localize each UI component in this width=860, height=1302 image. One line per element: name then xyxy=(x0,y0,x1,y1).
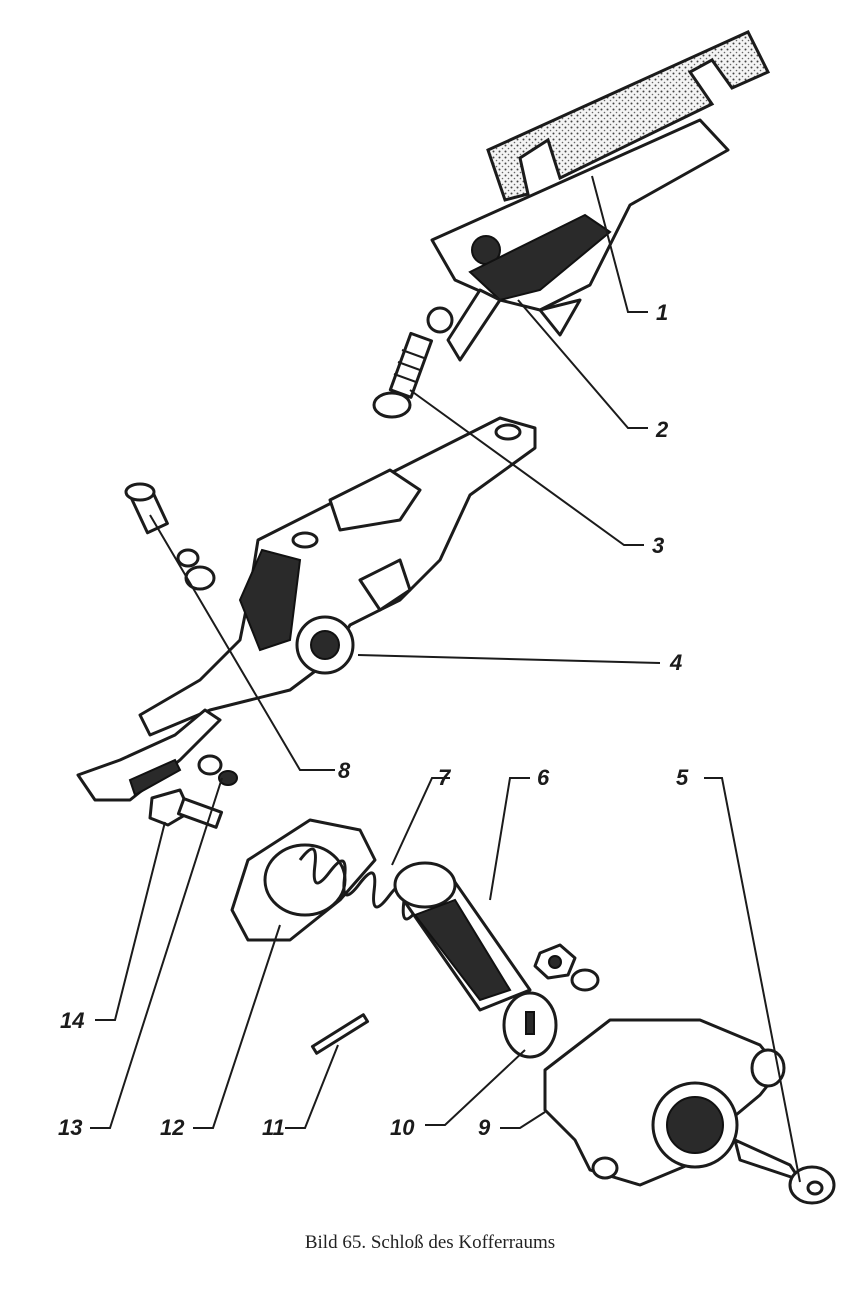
label-6: 6 xyxy=(537,765,550,790)
lock-exploded-diagram: 1 2 3 4 5 6 7 8 9 10 11 12 13 14 xyxy=(58,30,836,1205)
label-3: 3 xyxy=(652,533,664,558)
label-8: 8 xyxy=(338,758,351,783)
part-2-latch-bracket xyxy=(426,118,730,362)
part-4-lever-housing xyxy=(138,416,537,737)
part-13-screw xyxy=(197,754,238,786)
label-4: 4 xyxy=(669,650,682,675)
label-7: 7 xyxy=(438,765,452,790)
part-6-cylinder xyxy=(393,861,532,1012)
part-3-bolt xyxy=(372,331,434,419)
part-5-key xyxy=(733,1138,836,1205)
part-1-gasket-plate xyxy=(486,30,771,202)
figure-caption: Bild 65. Schloß des Kofferraums xyxy=(304,1232,556,1253)
label-12: 12 xyxy=(160,1115,185,1140)
lever-handle xyxy=(76,708,222,802)
label-2: 2 xyxy=(655,417,669,442)
leader-lines xyxy=(90,175,801,1183)
part-labels: 1 2 3 4 5 6 7 8 9 10 11 12 13 14 xyxy=(58,300,689,1140)
label-5: 5 xyxy=(676,765,689,790)
label-10: 10 xyxy=(390,1115,415,1140)
part-10-lock-core xyxy=(502,991,558,1059)
part-14-nut-bolt xyxy=(148,788,224,829)
label-14: 14 xyxy=(60,1008,84,1033)
nut-and-washer xyxy=(533,943,600,992)
label-9: 9 xyxy=(478,1115,491,1140)
part-12-flange xyxy=(230,818,377,942)
label-13: 13 xyxy=(58,1115,82,1140)
label-1: 1 xyxy=(656,300,668,325)
part-9-lock-housing xyxy=(543,1018,786,1187)
label-11: 11 xyxy=(262,1115,285,1140)
part-8-screw-washers xyxy=(124,482,216,591)
part-11-pin xyxy=(310,1013,370,1055)
